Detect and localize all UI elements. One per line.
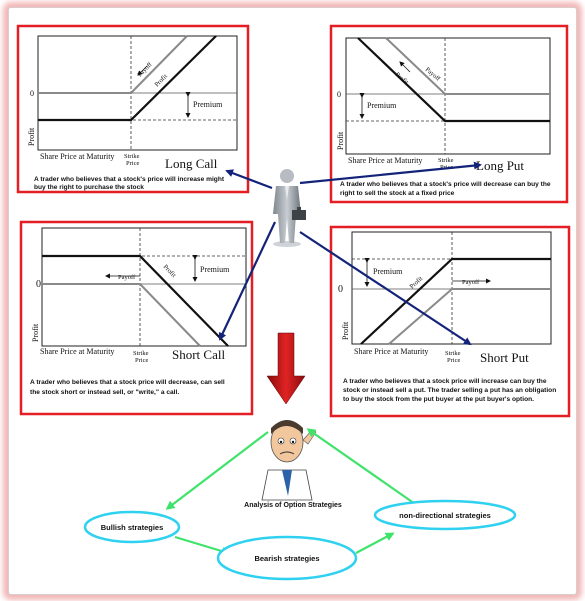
long-call-title: Long Call: [165, 156, 218, 171]
long-put-strike: Strike: [438, 157, 454, 164]
nondirectional-node: [373, 499, 517, 531]
navy-arrows: [218, 161, 482, 346]
short-call-title: Short Call: [172, 347, 225, 362]
arrow-nondirectional-to-thinker: [306, 428, 419, 507]
long-call-strike: Strike: [124, 153, 140, 160]
panel-long-put: 0 Profit Share Price at Maturity Strike …: [329, 24, 569, 204]
arrow-to-short-call: [218, 221, 276, 341]
arrow-to-long-call: [225, 169, 273, 190]
short-call-xlabel: Share Price at Maturity: [40, 347, 114, 356]
arrow-bearish-to-nondirectional: [355, 532, 395, 554]
long-call-zero: 0: [30, 89, 34, 98]
businessman-icon: [273, 169, 306, 247]
short-put-desc-3: to buy the stock from the put buyer at t…: [343, 396, 534, 403]
long-call-desc-1: A trader who believes that a stock's pri…: [34, 176, 225, 183]
short-call-zero: 0: [36, 279, 41, 290]
short-put-profit-axis: Profit: [341, 321, 350, 340]
bullish-label: Bullish strategies: [101, 523, 164, 532]
short-call-desc-1: A trader who believes that a stock price…: [30, 379, 225, 386]
long-put-zero: 0: [337, 90, 341, 99]
long-put-premium: Premium: [367, 101, 397, 110]
long-put-xlabel: Share Price at Maturity: [348, 156, 422, 165]
long-call-premium: Premium: [193, 100, 223, 109]
long-call-profit-axis: Profit: [27, 127, 36, 146]
down-arrow-icon: [266, 332, 306, 405]
arrow-thinker-to-bullish: [165, 431, 269, 510]
bearish-node: [216, 535, 358, 581]
short-put-zero: 0: [338, 284, 343, 295]
bearish-label: Bearish strategies: [254, 554, 319, 563]
short-put-xlabel: Share Price at Maturity: [354, 347, 428, 356]
thinking-man-icon: [261, 420, 317, 501]
long-call-price: Price: [126, 160, 139, 167]
short-call-desc-2: the stock short or instead sell, or "wri…: [30, 389, 179, 396]
nondirectional-label: non-directional strategies: [399, 511, 491, 520]
strategy-nodes: Bullish strategies Bearish strategies no…: [83, 499, 517, 581]
arrow-bullish-to-bearish: [174, 535, 231, 556]
short-call-premium: Premium: [200, 265, 230, 274]
short-put-strike: Strike: [445, 350, 461, 357]
short-put-title: Short Put: [480, 350, 529, 365]
long-put-profit-axis: Profit: [336, 131, 345, 150]
long-put-title: Long Put: [476, 158, 524, 173]
short-put-premium: Premium: [373, 267, 403, 276]
short-call-profit-axis: Profit: [31, 323, 40, 342]
panel-short-call: 0 Profit Share Price at Maturity Strike …: [19, 220, 254, 416]
short-put-desc-2: stock or instead sell a put. The trader …: [343, 387, 556, 394]
green-arrows: [165, 428, 419, 556]
short-call-price: Price: [135, 357, 148, 364]
short-put-desc-1: A trader who believes that a stock price…: [343, 378, 547, 385]
short-call-strike: Strike: [133, 350, 149, 357]
center-label: Analysis of Option Strategies: [244, 502, 342, 509]
short-put-payoff: Payoff: [462, 279, 480, 286]
panel-short-put: 0 Profit Share Price at Maturity Strike …: [329, 225, 571, 418]
arrow-to-short-put: [299, 231, 472, 346]
short-call-payoff: Payoff: [118, 274, 136, 281]
long-put-desc-1: A trader who believes that a stock's pri…: [340, 181, 551, 188]
panel-long-call: 0 Profit Share Price at Maturity Strike …: [16, 24, 250, 194]
bullish-node: [83, 510, 181, 544]
long-call-desc-2: buy the right to purchase the stock: [34, 184, 144, 191]
short-put-price: Price: [447, 357, 460, 364]
arrow-to-long-put: [299, 161, 482, 185]
long-put-desc-2: right to sell the stock at a fixed price: [340, 190, 455, 197]
long-call-xlabel: Share Price at Maturity: [40, 152, 114, 161]
